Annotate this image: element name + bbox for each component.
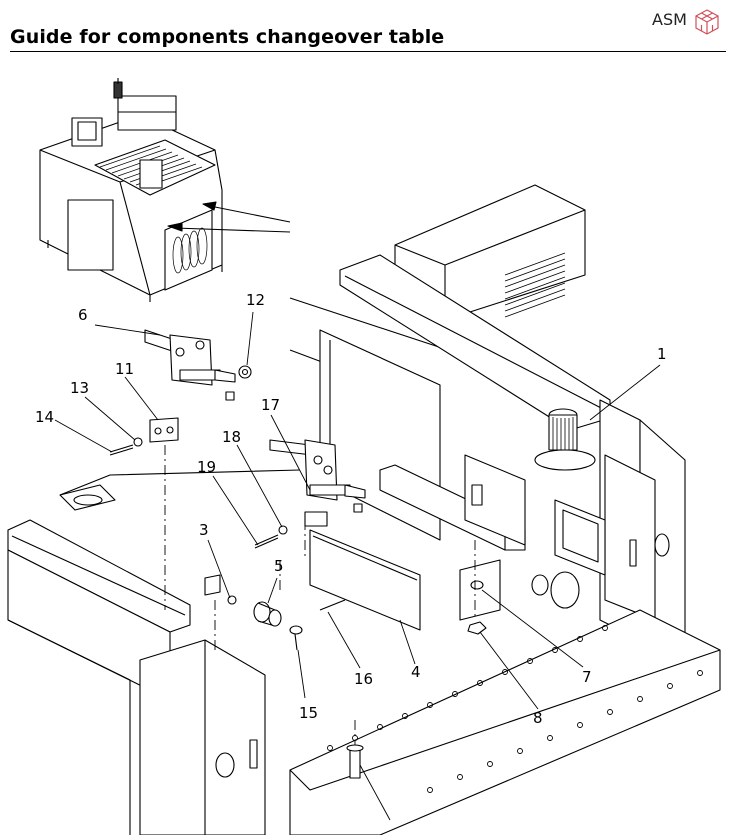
callout-4: 4 — [411, 663, 421, 681]
callout-5: 5 — [274, 557, 284, 575]
machine-main-assembly — [289, 184, 721, 835]
part-17-clamp — [269, 439, 366, 527]
callout-8: 8 — [533, 709, 543, 727]
left-frame — [7, 469, 301, 835]
callout-11: 11 — [115, 360, 135, 378]
page-header: Guide for components changeover table AS… — [0, 0, 748, 56]
brand-name: ASM — [652, 10, 687, 29]
callout-18: 18 — [222, 428, 242, 446]
part-6-clamp — [144, 329, 236, 401]
callout-1: 1 — [657, 345, 667, 363]
changeover-table-drawing — [7, 78, 721, 835]
callout-7: 7 — [582, 668, 592, 686]
callout-14: 14 — [35, 408, 55, 426]
page-title: Guide for components changeover table — [10, 26, 445, 48]
asm-cube-logo-icon — [695, 9, 719, 35]
callout-3: 3 — [199, 521, 209, 539]
callout-6: 6 — [78, 306, 88, 324]
callout-19: 19 — [197, 458, 217, 476]
callout-13: 13 — [70, 379, 90, 397]
callout-12: 12 — [246, 291, 266, 309]
callout-15: 15 — [299, 704, 319, 722]
callout-17: 17 — [261, 396, 281, 414]
machine-overview-inset — [39, 78, 291, 302]
callout-16: 16 — [354, 670, 374, 688]
title-rule — [10, 51, 726, 52]
